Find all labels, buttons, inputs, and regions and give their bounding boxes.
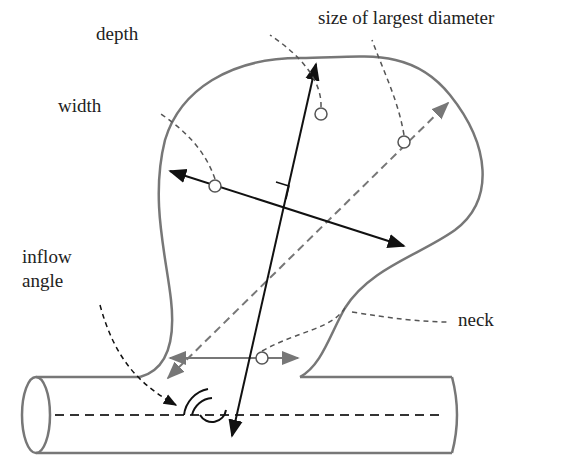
depth-line	[232, 64, 316, 436]
annotation-label: depth	[96, 22, 138, 46]
annotation-label: width	[58, 94, 101, 118]
measure-point	[209, 108, 410, 364]
inflow-angle-arc	[192, 398, 212, 415]
neck-line	[170, 357, 298, 359]
width-line	[170, 171, 404, 246]
right-angle-mark	[276, 182, 289, 199]
leader-line	[158, 35, 450, 351]
inflow-angle-arc	[184, 389, 208, 415]
inflow-angle-arc	[200, 410, 226, 422]
annotation-label: inflow angle	[22, 245, 84, 293]
inflow-leader	[100, 305, 176, 405]
annotation-label: size of largest diameter	[318, 6, 494, 30]
parent-vessel	[22, 377, 457, 453]
annotation-label: neck	[458, 308, 494, 332]
vessel-centerline	[55, 414, 440, 416]
largest-diameter-line	[168, 103, 448, 378]
aneurysm-outline	[140, 56, 483, 377]
